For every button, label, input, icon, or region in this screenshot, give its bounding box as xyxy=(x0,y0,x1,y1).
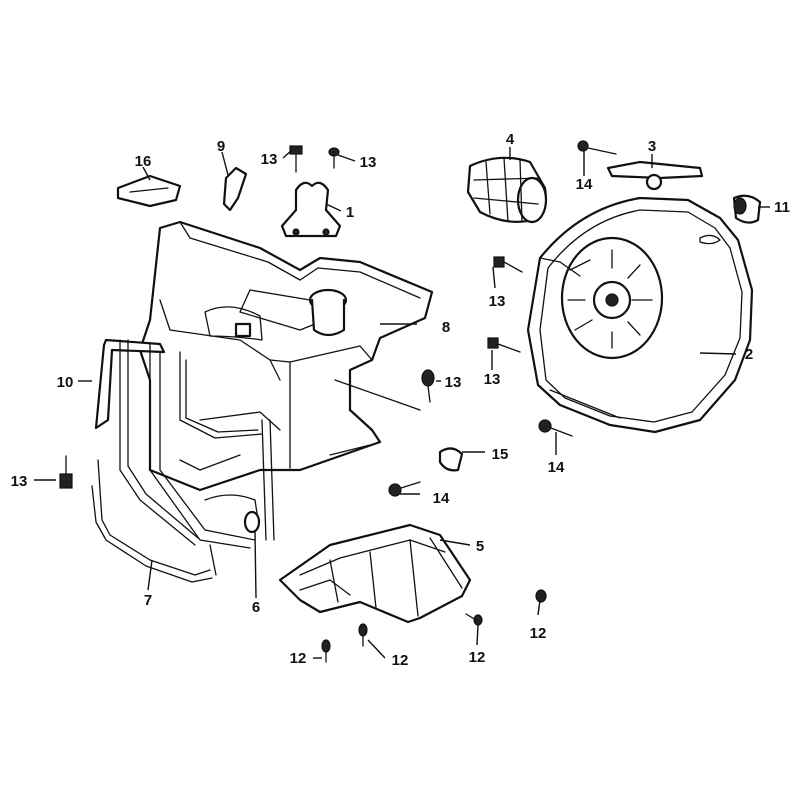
lower-duct-part-5 xyxy=(278,523,472,624)
callout-2: 2 xyxy=(745,346,753,363)
callout-13-fan-upper: 13 xyxy=(489,293,506,310)
clip-15 xyxy=(438,447,464,472)
leader-lines xyxy=(34,147,770,659)
callout-16: 16 xyxy=(135,153,152,170)
plug-part-11 xyxy=(732,194,762,224)
callout-14-right: 14 xyxy=(548,459,565,476)
callout-13-mid: 13 xyxy=(445,374,462,391)
shroud-housing-part-8 xyxy=(138,220,434,492)
bolt-13-f xyxy=(59,455,73,489)
rivet-12-b xyxy=(465,613,483,626)
screw-14-b xyxy=(538,419,573,437)
bracket-part-1 xyxy=(280,181,342,238)
callout-13-top-left: 13 xyxy=(261,151,278,168)
callout-11: 11 xyxy=(774,199,790,216)
link-bar-part-3 xyxy=(606,160,704,191)
bolt-13-d xyxy=(487,337,521,353)
callout-7: 7 xyxy=(144,592,152,609)
bolt-13-b xyxy=(328,147,340,169)
callout-9: 9 xyxy=(217,138,225,155)
callout-1: 1 xyxy=(346,204,354,221)
callout-14-top: 14 xyxy=(576,176,593,193)
frame-bracket-part-10 xyxy=(94,338,275,549)
gasket-strip-part-7 xyxy=(91,459,217,583)
callout-4: 4 xyxy=(506,131,515,148)
callout-13-top-right: 13 xyxy=(360,154,377,171)
bolt-13-a xyxy=(289,145,303,173)
callout-13-fan-lower: 13 xyxy=(484,371,501,388)
callout-15: 15 xyxy=(492,446,509,463)
callout-12-center: 12 xyxy=(392,652,409,669)
callout-12-center-right: 12 xyxy=(469,649,486,666)
callout-12-right: 12 xyxy=(530,625,547,642)
filter-element-part-4 xyxy=(466,156,548,224)
wire-clip-part-6 xyxy=(204,494,261,534)
callout-6: 6 xyxy=(252,599,260,616)
screw-14-a xyxy=(577,140,617,155)
callout-10: 10 xyxy=(57,374,74,391)
pad-part-16 xyxy=(116,174,182,208)
rivet-12-a xyxy=(535,589,547,603)
callout-13-left: 13 xyxy=(11,473,28,490)
callout-12-left: 12 xyxy=(290,650,307,667)
bolt-13-c xyxy=(493,256,523,273)
fan-cover-part-2 xyxy=(526,196,754,434)
callout-8: 8 xyxy=(442,319,450,336)
callout-3: 3 xyxy=(648,138,656,155)
clip-part-9 xyxy=(222,166,248,212)
rivet-12-c xyxy=(358,623,368,647)
bolt-13-e xyxy=(421,369,435,403)
callout-14-center: 14 xyxy=(433,490,450,507)
callout-5: 5 xyxy=(476,538,484,555)
rivet-12-d xyxy=(321,639,331,663)
screw-14-c xyxy=(388,481,421,497)
